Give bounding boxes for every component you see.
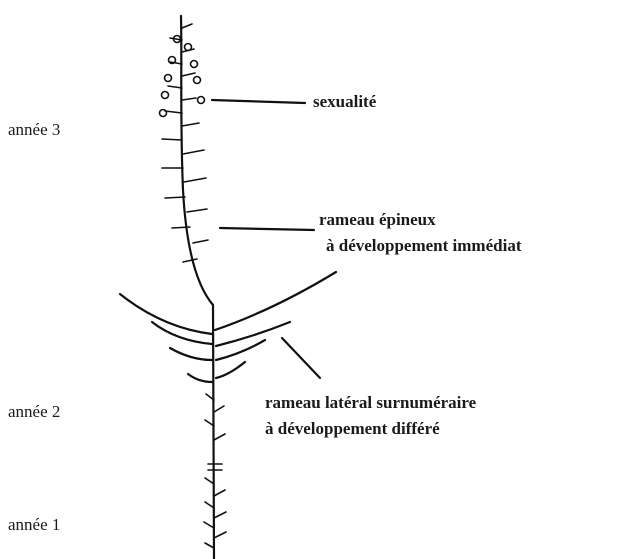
spiny-branch-label-2: à développement immédiat <box>326 236 522 255</box>
lateral-branch-label-2: à développement différé <box>265 419 440 438</box>
spiny-branch-label-1: rameau épineux <box>319 210 436 229</box>
main-axis <box>179 14 216 559</box>
year-2-label: année 2 <box>8 402 60 421</box>
lateral-branches <box>118 270 338 384</box>
reproductive-organs <box>158 34 206 118</box>
lateral-branch-label-1: rameau latéral surnuméraire <box>265 393 477 412</box>
upper-spines <box>161 23 209 263</box>
year-3-label: année 3 <box>8 120 60 139</box>
year-1-label: année 1 <box>8 515 60 534</box>
leader-lines <box>210 98 322 380</box>
lower-spines <box>203 393 227 549</box>
sexuality-label: sexualité <box>313 92 377 111</box>
